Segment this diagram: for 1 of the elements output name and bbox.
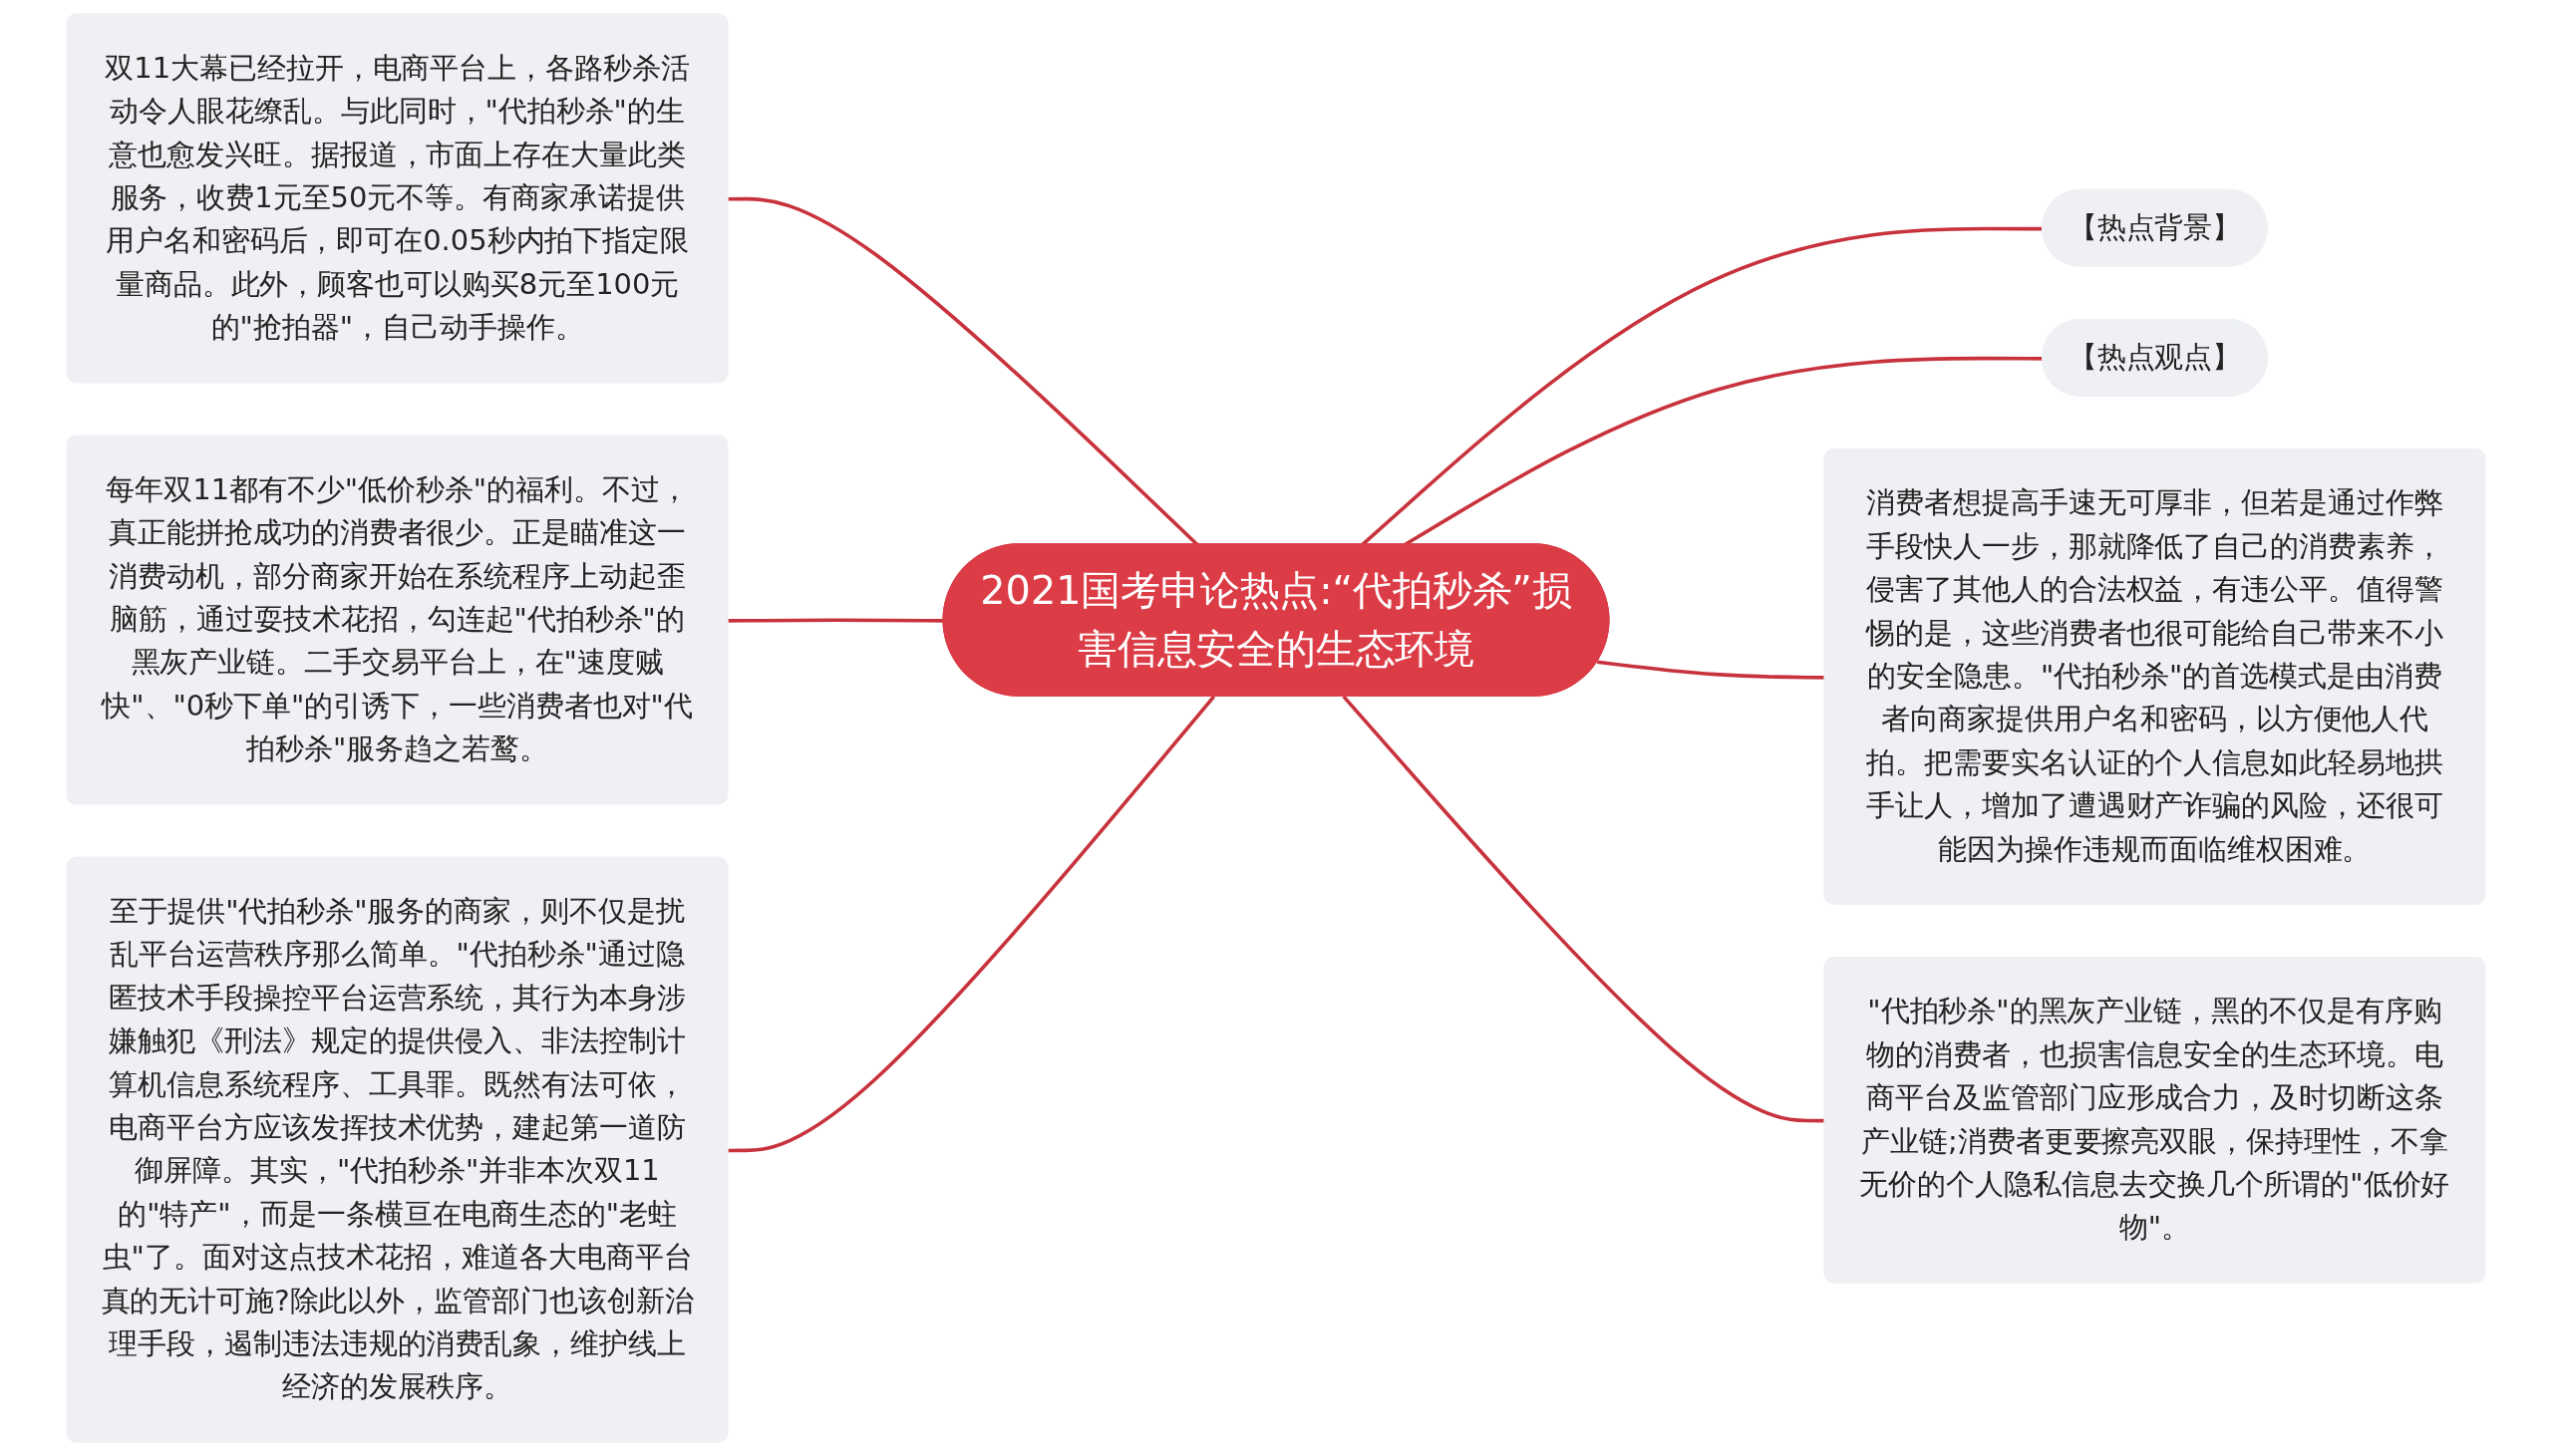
connector — [728, 695, 1216, 1153]
